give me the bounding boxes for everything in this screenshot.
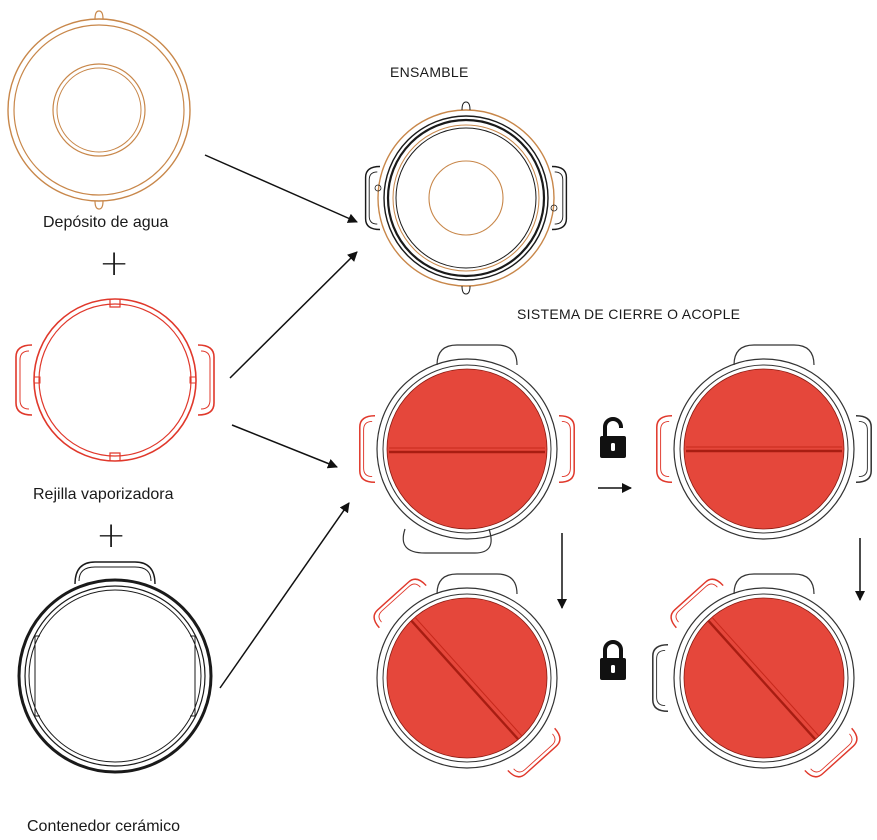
plus-sign-2: + xyxy=(96,515,127,556)
closure-state-4 xyxy=(652,573,863,782)
ceramic-container-caption: Contenedor cerámico xyxy=(27,818,180,835)
closure-state-2 xyxy=(656,344,872,540)
closure-state-3 xyxy=(368,573,566,782)
arrow-tank-to-assembly xyxy=(204,154,358,223)
steam-rack-drawing xyxy=(15,298,215,462)
ensamble-heading: ENSAMBLE xyxy=(390,64,469,80)
steam-rack-caption: Rejilla vaporizadora xyxy=(33,486,174,503)
arrow-rack-to-assembly xyxy=(229,251,358,379)
padlock-open-icon xyxy=(598,417,628,460)
assembled-drawing xyxy=(364,101,568,295)
closure-system-heading: SISTEMA DE CIERRE O ACOPLE xyxy=(517,306,741,322)
water-tank-caption: Depósito de agua xyxy=(43,214,169,231)
arrow-rack-to-closure xyxy=(231,424,338,469)
water-tank-drawing xyxy=(7,10,191,210)
plus-sign-1: + xyxy=(99,243,130,284)
arrow-container-to-closure xyxy=(219,502,350,689)
closure-state-1 xyxy=(359,344,575,554)
ceramic-container-drawing xyxy=(17,561,213,774)
padlock-closed-icon xyxy=(598,640,628,682)
